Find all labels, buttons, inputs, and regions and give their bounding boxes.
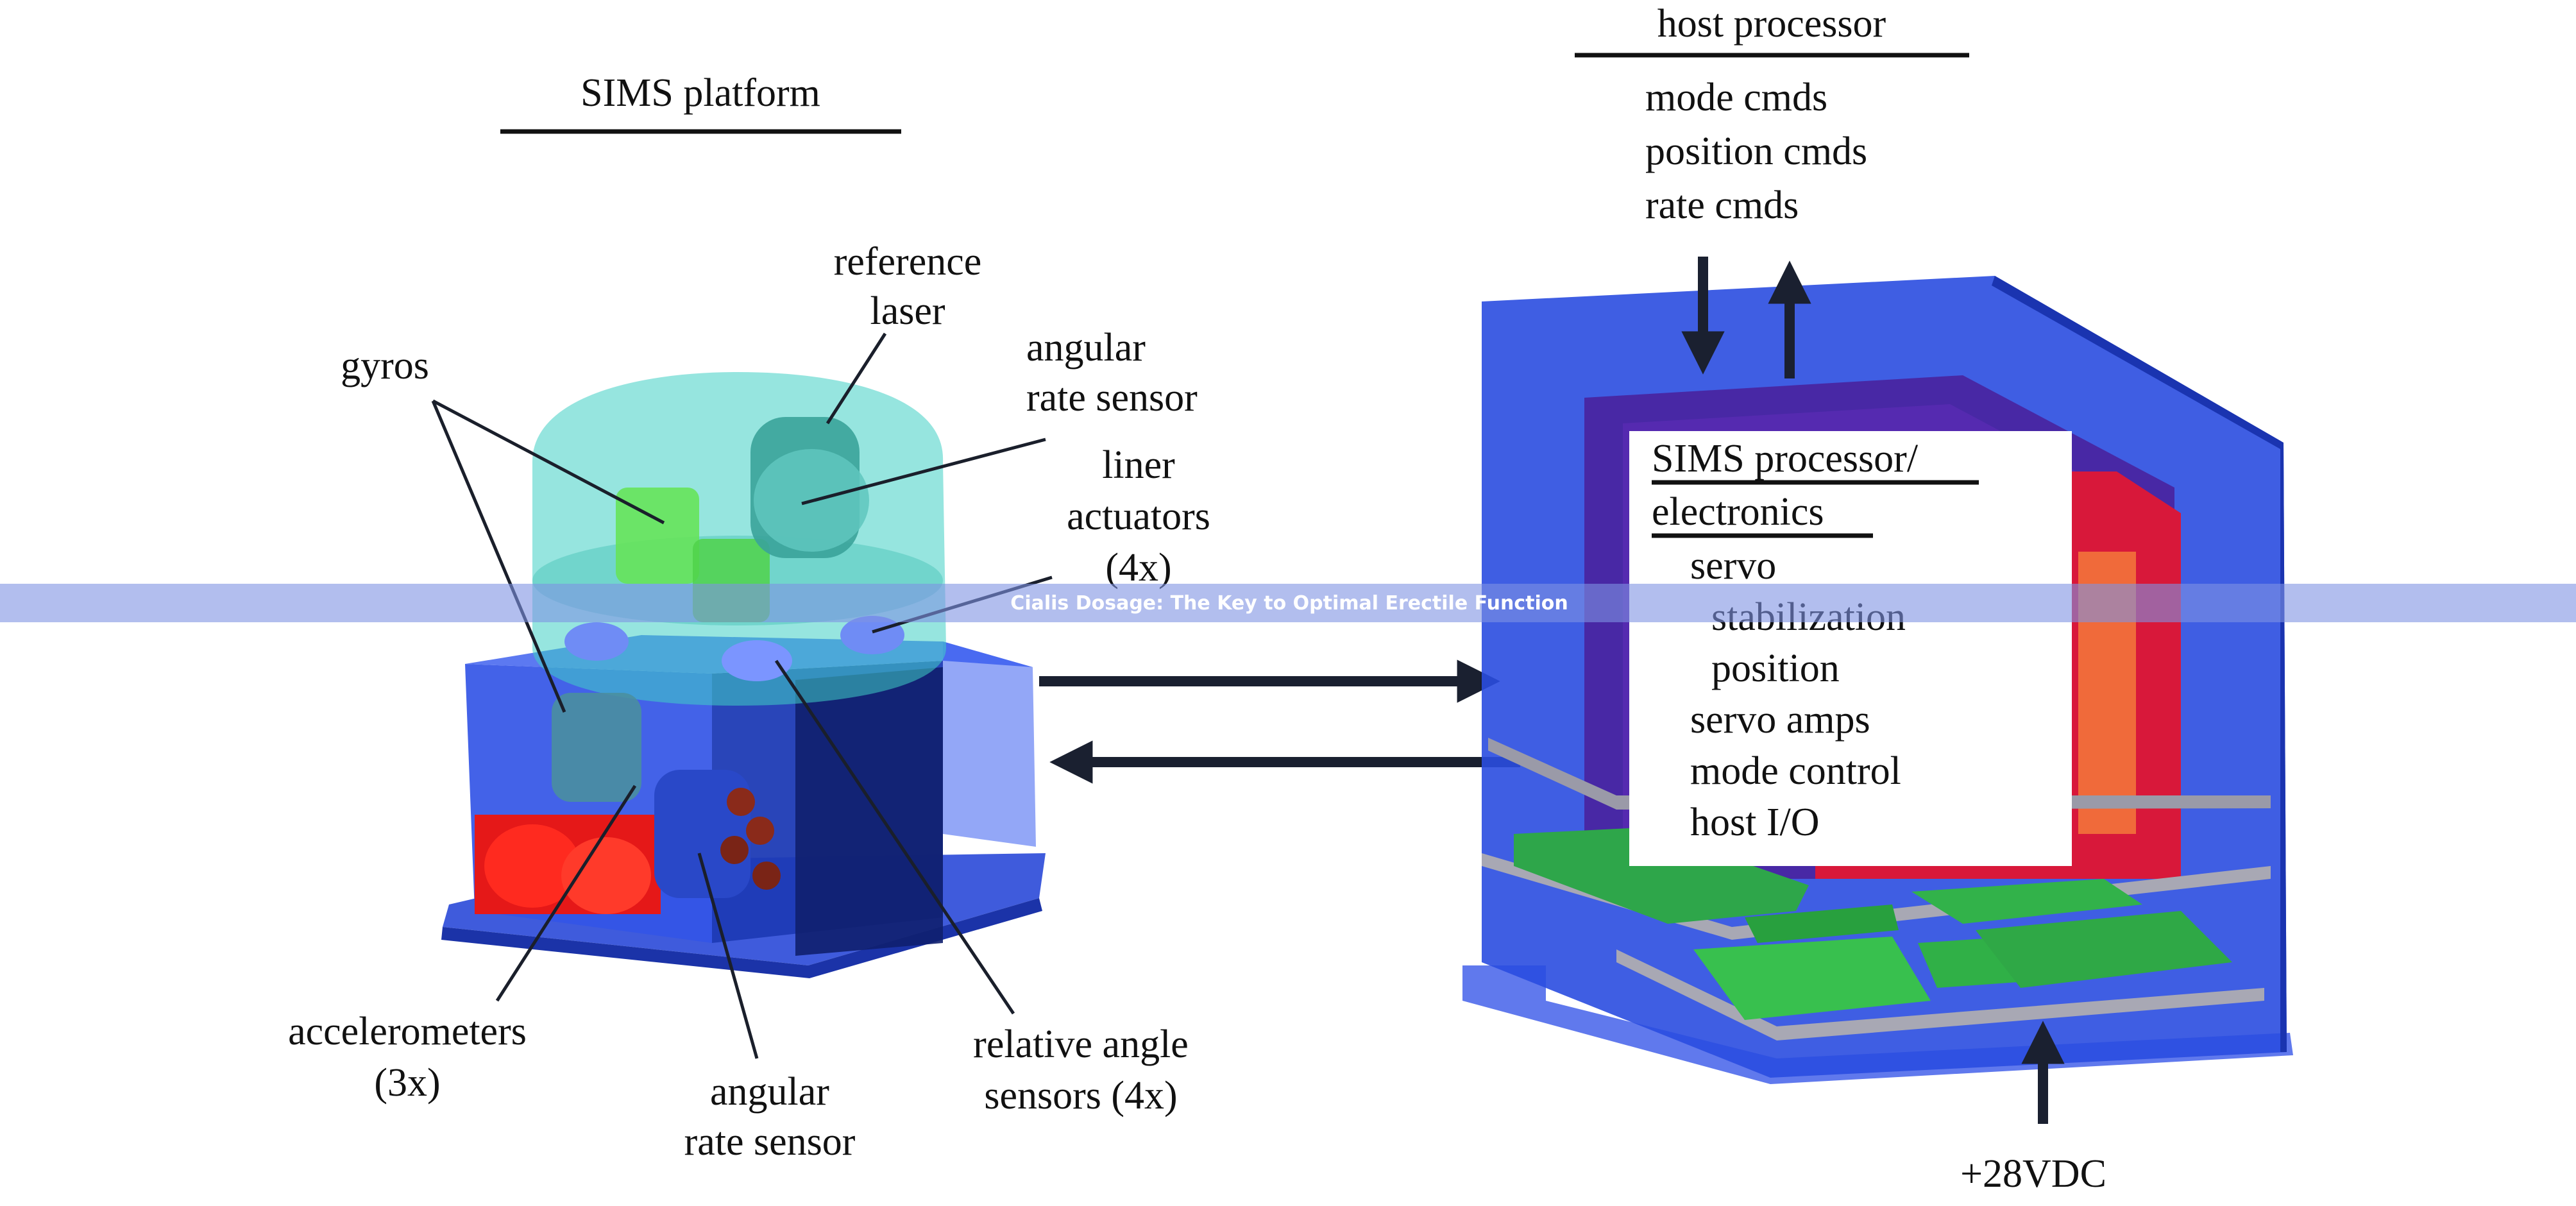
sims-platform-heading: SIMS platform	[580, 71, 820, 115]
enclosure-shelf-3	[1616, 949, 2264, 1040]
banner-strip	[0, 584, 2576, 622]
relative-angle-sensors-label-line1: relative angle	[973, 1023, 1189, 1066]
angular-rate-sensor-top-label-line1: angular	[1026, 326, 1146, 369]
pcb-board-4	[1693, 937, 1931, 1020]
enclosure-shelf-1	[1488, 738, 2271, 810]
accelerometers-leader	[495, 785, 637, 1002]
angular-rate-sensor-top-leader	[801, 437, 1046, 505]
processor-item-mode-control: mode control	[1690, 749, 1901, 793]
sims-processor-box	[1629, 431, 2072, 866]
reference-laser-label-line1: reference	[834, 240, 982, 284]
actuator-disc-2	[722, 640, 792, 681]
liner-actuators-label-line3: (4x)	[1105, 546, 1171, 590]
gyro-lower	[552, 693, 641, 802]
processor-item-host-io: host I/O	[1690, 801, 1820, 844]
gyros-leader-2	[431, 400, 566, 713]
processor-item-servo: servo	[1690, 544, 1776, 588]
actuator-disc-1	[564, 622, 629, 661]
angular-rate-sensor-bottom-leader	[697, 853, 759, 1059]
pcb-board-1	[1514, 828, 1809, 924]
liner-actuators-label-line2: actuators	[1067, 495, 1210, 538]
pcb-board-3	[1911, 879, 2142, 924]
gyros-label: gyros	[341, 344, 429, 387]
processor-item-position: position	[1711, 647, 1840, 690]
liner-actuators-label-line1: liner	[1102, 443, 1175, 487]
angular-rate-sensor-bottom-label-line2: rate sensor	[684, 1120, 856, 1164]
pcb-board-6	[1976, 911, 2232, 988]
sims-processor-title-line1: SIMS processor/	[1652, 437, 1919, 480]
relative-angle-sensor-3	[720, 836, 749, 864]
relative-angle-sensor-2	[746, 817, 774, 845]
accelerometers-label-line2: (3x)	[374, 1061, 440, 1105]
angular-rate-sensor-bottom-label-line1: angular	[710, 1070, 829, 1114]
power-label: +28VDC	[1960, 1152, 2106, 1196]
command-mode-cmds: mode cmds	[1645, 76, 1827, 119]
gyro-block-1	[616, 488, 699, 584]
relative-angle-sensors-leader	[774, 659, 1015, 1015]
host-processor-heading: host processor	[1657, 2, 1886, 46]
angular-rate-sensor-bottom-body	[654, 770, 750, 898]
platform-back-panel	[943, 641, 1036, 847]
accelerometer-1	[484, 824, 580, 908]
command-rate-cmds: rate cmds	[1645, 183, 1799, 227]
relative-angle-sensor-1	[727, 788, 755, 816]
processor-item-servo-amps: servo amps	[1690, 698, 1870, 742]
angular-rate-sensor-top-label-line2: rate sensor	[1026, 376, 1198, 420]
relative-angle-sensors-label-line2: sensors (4x)	[984, 1074, 1177, 1117]
command-position-cmds: position cmds	[1645, 130, 1867, 173]
accelerometer-2	[561, 837, 651, 914]
reference-laser-leader	[826, 332, 887, 425]
banner-text: Cialis Dosage: The Key to Optimal Erecti…	[1010, 592, 1568, 615]
gyros-leader-1	[432, 399, 665, 525]
relative-angle-sensor-4	[752, 862, 781, 890]
reference-laser-label-line2: laser	[870, 289, 945, 333]
sims-processor-title-line2: electronics	[1652, 490, 1824, 534]
pcb-board-2	[1745, 904, 1899, 943]
platform-box-dark-face	[795, 667, 943, 956]
accelerometers-label-line1: accelerometers	[288, 1010, 527, 1053]
